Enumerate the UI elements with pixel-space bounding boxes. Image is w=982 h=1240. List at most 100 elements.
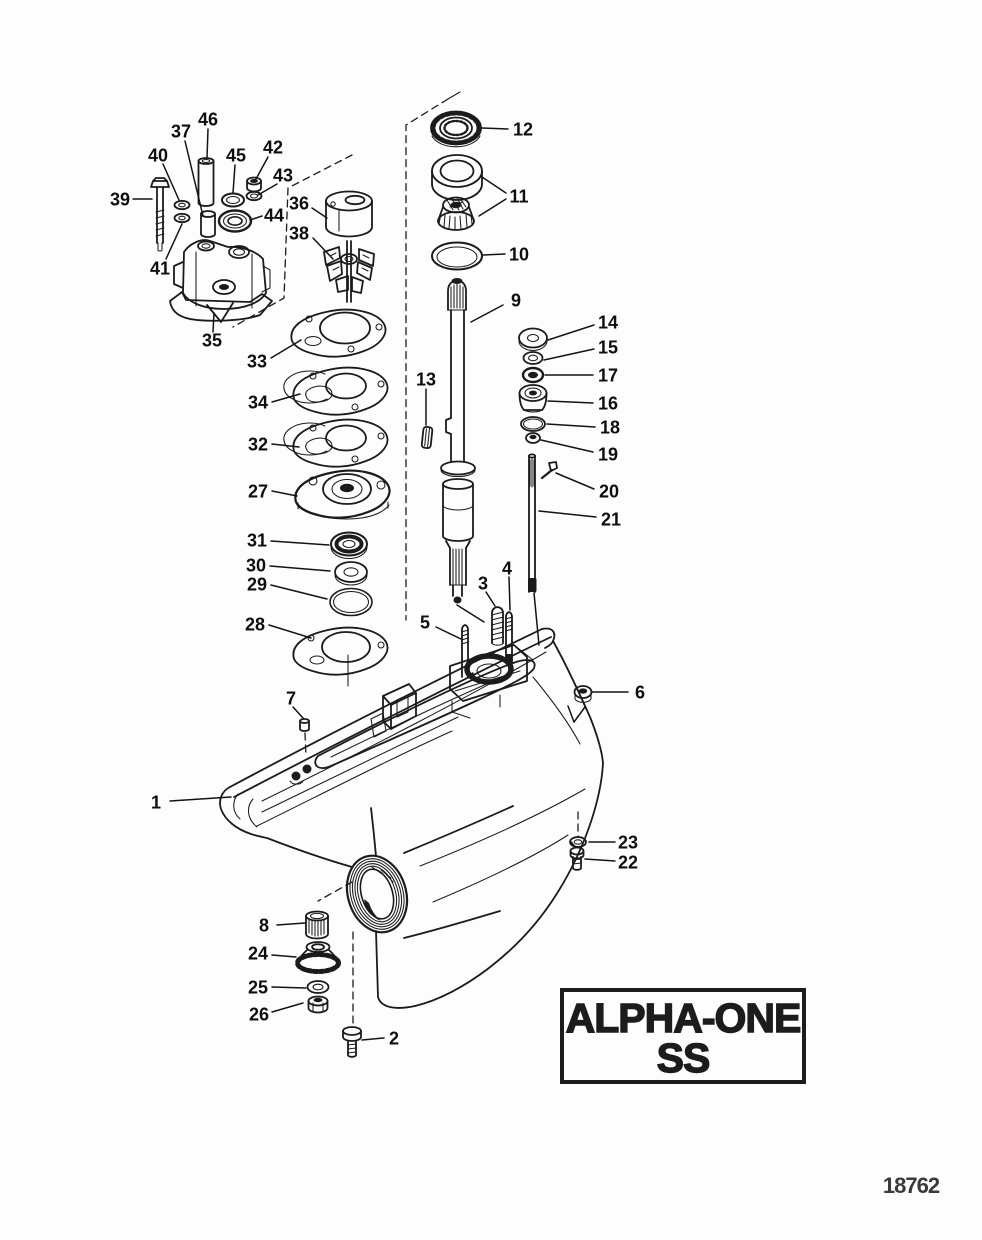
deck-bolt <box>302 764 312 774</box>
callout-38-label: 38 <box>289 224 309 244</box>
callout-5-label: 5 <box>420 613 430 633</box>
stud-5 <box>460 624 470 678</box>
callout-10-leader <box>482 253 506 256</box>
pump-body-35 <box>169 239 273 323</box>
deck-bolt <box>291 771 301 781</box>
callout-19-leader <box>540 439 594 453</box>
callout-33-label: 33 <box>247 352 267 372</box>
washer-40 <box>173 199 191 211</box>
callout-5-leader <box>435 626 462 640</box>
callout-40-label: 40 <box>148 146 168 166</box>
pump-hardware <box>150 157 263 252</box>
callout-12-label: 12 <box>513 120 533 140</box>
callout-15-label: 15 <box>598 338 618 358</box>
callout-34-leader <box>271 393 301 403</box>
callout-9-label: 9 <box>511 291 521 311</box>
gear-housing <box>219 606 604 1009</box>
callout-32-leader <box>271 443 300 448</box>
nut-42 <box>246 176 262 193</box>
callout-11-leader <box>481 176 507 194</box>
callout-16-leader <box>547 400 594 404</box>
callout-6-label: 6 <box>635 683 645 703</box>
callout-29-leader <box>270 584 328 600</box>
callout-16-label: 16 <box>598 394 618 414</box>
pump-cup-36 <box>325 190 373 238</box>
pump-base-27 <box>294 469 391 520</box>
callout-17-label: 17 <box>598 366 618 386</box>
callout-42-label: 42 <box>263 138 283 158</box>
callout-40-leader <box>162 163 180 201</box>
callout-29-label: 29 <box>247 575 267 595</box>
callout-42-leader <box>255 156 269 180</box>
callout-8-leader <box>276 922 306 926</box>
callout-24-leader <box>271 954 297 958</box>
tapered-bearing-11 <box>437 196 475 231</box>
callout-31-leader <box>270 540 330 546</box>
gasket-ring-45 <box>221 192 245 208</box>
shift-shaft-21 <box>527 453 540 646</box>
callout-43-label: 43 <box>273 166 293 186</box>
bearing-stack <box>430 110 483 271</box>
sleeve-37 <box>200 210 216 238</box>
callout-30-leader <box>269 565 331 572</box>
callout-37-label: 37 <box>171 122 191 142</box>
face-plate-gasket-33 <box>290 308 387 358</box>
callout-35-label: 35 <box>202 331 222 351</box>
callout-8-label: 8 <box>259 916 269 936</box>
callout-44-leader <box>249 215 263 221</box>
callout-1-leader <box>169 796 232 802</box>
callout-37-leader <box>184 140 204 217</box>
callout-27-label: 27 <box>248 482 268 502</box>
callout-45-label: 45 <box>226 146 246 166</box>
callout-15-leader <box>543 348 595 361</box>
washer-25 <box>306 980 330 994</box>
callout-13-label: 13 <box>416 370 436 390</box>
drawing-number: 18762 <box>883 1173 940 1198</box>
seal-31 <box>330 531 368 560</box>
callout-24-label: 24 <box>248 944 268 964</box>
callout-7-leader <box>292 706 304 719</box>
washer-41 <box>173 212 191 224</box>
callout-41-leader <box>165 223 183 260</box>
title-box: ALPHA-ONE SS <box>560 988 806 1084</box>
wear-plate-34 <box>283 366 389 416</box>
callout-7-label: 7 <box>286 689 296 709</box>
callout-30-label: 30 <box>246 556 266 576</box>
washer-43 <box>245 190 263 202</box>
callout-43-leader <box>257 183 278 196</box>
callout-27-leader <box>271 490 298 497</box>
callout-21-leader <box>538 510 597 518</box>
driveshaft-9 <box>440 278 485 623</box>
bolt-39 <box>150 177 170 252</box>
callout-36-leader <box>311 207 328 219</box>
callout-45-leader <box>232 164 236 194</box>
impeller-38 <box>323 240 375 303</box>
callout-4-label: 4 <box>502 559 512 579</box>
gasket-28 <box>292 626 389 676</box>
bearing-8 <box>305 910 329 940</box>
callout-10-label: 10 <box>509 245 529 265</box>
callout-36-label: 36 <box>289 194 309 214</box>
callout-31-label: 31 <box>247 531 267 551</box>
stud-3 <box>490 606 505 646</box>
callout-2-leader <box>361 1037 385 1041</box>
callout-6-leader <box>567 705 575 723</box>
stud-4 <box>504 611 514 663</box>
tube-46 <box>197 157 215 207</box>
pinion-gear-24 <box>295 941 341 974</box>
torpedo-bore <box>345 854 409 934</box>
callout-20-label: 20 <box>599 482 619 502</box>
callout-14-label: 14 <box>598 313 618 333</box>
callout-26-leader <box>271 1002 304 1013</box>
oil-seal-44 <box>217 209 253 233</box>
vent-plug-7 <box>299 718 310 732</box>
callout-2-label: 2 <box>389 1029 399 1049</box>
callout-28-label: 28 <box>245 615 265 635</box>
callout-11-leader <box>478 198 507 217</box>
callout-32-label: 32 <box>248 435 268 455</box>
washer-30 <box>334 561 368 586</box>
callout-23-label: 23 <box>618 833 638 853</box>
callout-25-leader <box>271 986 307 989</box>
title-line-2: SS <box>657 1035 710 1081</box>
callout-3-leader <box>485 591 496 607</box>
